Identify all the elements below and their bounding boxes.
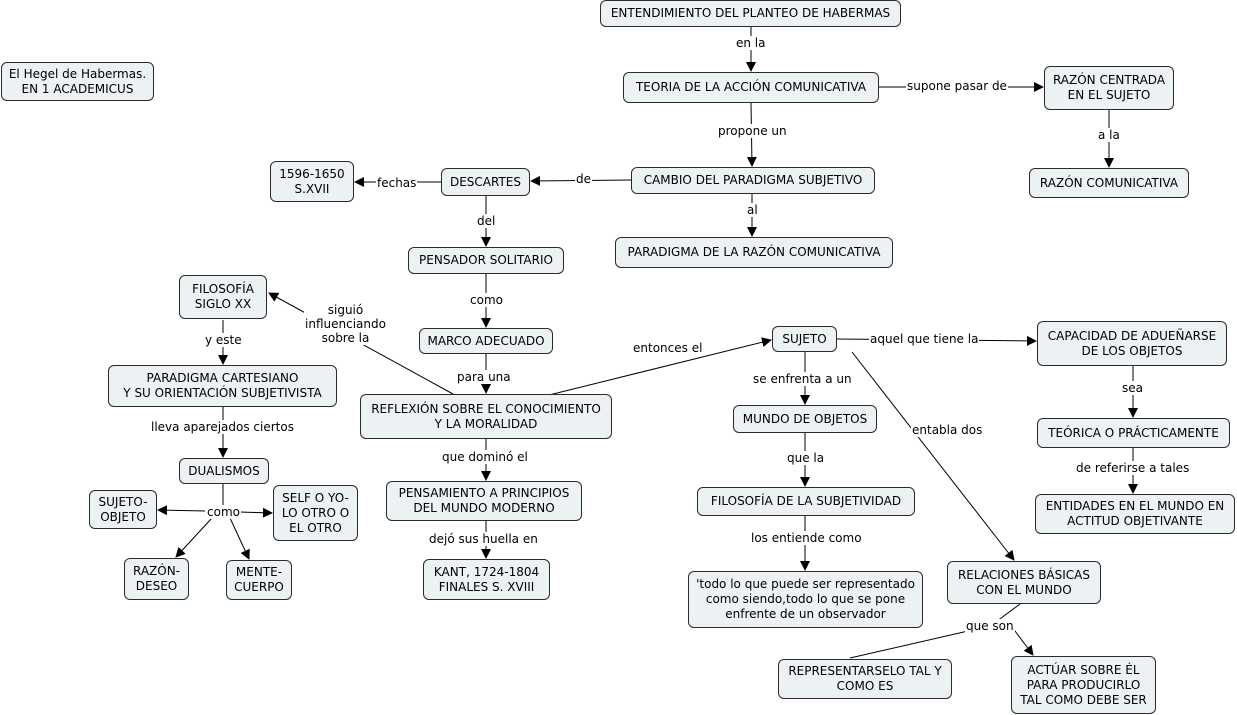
- concept-pensador-solitario[interactable]: PENSADOR SOLITARIO: [408, 247, 564, 274]
- link-label-del: del: [476, 214, 497, 228]
- link-label-que-la: que la: [786, 451, 826, 465]
- link-label-entonces: entonces el: [632, 341, 704, 355]
- concept-cambio-paradigma[interactable]: CAMBIO DEL PARADIGMA SUBJETIVO: [631, 167, 875, 194]
- link-line-como-sujeto: [157, 505, 206, 516]
- link-label-que-domino: que dominó el: [441, 450, 529, 464]
- concept-paradigma-razon[interactable]: PARADIGMA DE LA RAZÓN COMUNICATIVA: [615, 237, 893, 268]
- concept-dualismos[interactable]: DUALISMOS: [179, 458, 269, 484]
- concept-capacidad[interactable]: CAPACIDAD DE ADUEÑARSE DE LOS OBJETOS: [1037, 321, 1227, 366]
- link-line-como-self: [239, 507, 273, 518]
- link-label-se-enfrenta: se enfrenta a un: [752, 372, 853, 386]
- concept-mundo-objetos[interactable]: MUNDO DE OBJETOS: [733, 405, 877, 433]
- link-line-entonces: [544, 337, 772, 397]
- link-label-en-la: en la: [735, 36, 767, 50]
- concept-filosofia-xx[interactable]: FILOSOFÍA SIGLO XX: [179, 275, 267, 319]
- link-label-aquel: aquel que tiene la: [869, 332, 980, 346]
- concept-sujeto[interactable]: SUJETO: [772, 326, 837, 352]
- concept-representar[interactable]: REPRESENTARSELO TAL Y COMO ES: [778, 659, 952, 699]
- concept-self-otro[interactable]: SELF O YO- LO OTRO O EL OTRO: [273, 485, 358, 541]
- concept-mente-cuerpo[interactable]: MENTE- CUERPO: [226, 560, 292, 600]
- concept-teoria[interactable]: TEORIA DE LA ACCIÓN COMUNICATIVA: [623, 72, 879, 103]
- link-label-de: de: [575, 172, 592, 186]
- link-label-como-dualismos: como: [206, 505, 241, 519]
- link-label-de-referirse: de referirse a tales: [1075, 461, 1191, 475]
- concept-hegel[interactable]: El Hegel de Habermas. EN 1 ACADEMICUS: [1, 62, 154, 101]
- link-label-para-una: para una: [456, 370, 512, 384]
- link-label-dejo: dejó sus huella en: [428, 532, 539, 546]
- link-label-fechas: fechas: [376, 176, 418, 190]
- link-label-los-entiende: los entiende como: [750, 531, 863, 545]
- concept-marco-adecuado[interactable]: MARCO ADECUADO: [419, 328, 553, 354]
- concept-todo-representado[interactable]: 'todo lo que puede ser representado como…: [688, 571, 923, 628]
- concept-teorica[interactable]: TEÓRICA O PRÁCTICAMENTE: [1037, 418, 1230, 448]
- link-label-que-son: que son: [965, 619, 1015, 633]
- link-line-como-mente: [229, 517, 250, 560]
- concept-fechas-descartes[interactable]: 1596-1650 S.XVII: [270, 161, 354, 202]
- link-label-siguio: siguió influenciando sobre la: [304, 303, 387, 345]
- concept-reflexion[interactable]: REFLEXIÓN SOBRE EL CONOCIMIENTO Y LA MOR…: [360, 394, 612, 439]
- concept-razon-comunicativa[interactable]: RAZÓN COMUNICATIVA: [1029, 168, 1189, 198]
- concept-relaciones-basicas[interactable]: RELACIONES BÁSICAS CON EL MUNDO: [947, 561, 1101, 604]
- concept-filosofia-subjetividad[interactable]: FILOSOFÍA DE LA SUBJETIVIDAD: [697, 487, 915, 516]
- link-label-y-este: y este: [204, 333, 243, 347]
- concept-kant[interactable]: KANT, 1724-1804 FINALES S. XVIII: [423, 559, 550, 600]
- concept-entidades[interactable]: ENTIDADES EN EL MUNDO EN ACTITUD OBJETIV…: [1035, 494, 1235, 534]
- link-line-que-son-actuar: [1014, 630, 1034, 656]
- concept-entendimiento[interactable]: ENTENDIMIENTO DEL PLANTEO DE HABERMAS: [600, 0, 901, 27]
- link-label-lleva: lleva aparejados ciertos: [150, 420, 295, 434]
- concept-descartes[interactable]: DESCARTES: [441, 168, 530, 196]
- link-label-sea: sea: [1121, 381, 1144, 395]
- concept-razon-deseo[interactable]: RAZÓN- DESEO: [124, 558, 189, 600]
- concept-razon-centrada[interactable]: RAZÓN CENTRADA EN EL SUJETO: [1044, 66, 1174, 110]
- link-label-como: como: [469, 293, 504, 307]
- link-label-propone: propone un: [717, 124, 788, 138]
- concept-paradigma-cartesiano[interactable]: PARADIGMA CARTESIANO Y SU ORIENTACIÓN SU…: [108, 365, 337, 407]
- concept-pensamiento[interactable]: PENSAMIENTO A PRINCIPIOS DEL MUNDO MODER…: [386, 481, 582, 521]
- link-line-entabla: [851, 351, 1015, 561]
- link-label-entabla: entabla dos: [911, 423, 984, 437]
- link-label-supone: supone pasar de: [906, 79, 1008, 93]
- concept-sujeto-objeto[interactable]: SUJETO- OBJETO: [89, 490, 157, 529]
- link-label-a-la: a la: [1097, 128, 1121, 142]
- link-label-al: al: [746, 203, 759, 217]
- link-line-como-razon: [175, 517, 213, 558]
- concept-actuar[interactable]: ACTÚAR SOBRE ÉL PARA PRODUCIRLO TAL COMO…: [1011, 656, 1156, 714]
